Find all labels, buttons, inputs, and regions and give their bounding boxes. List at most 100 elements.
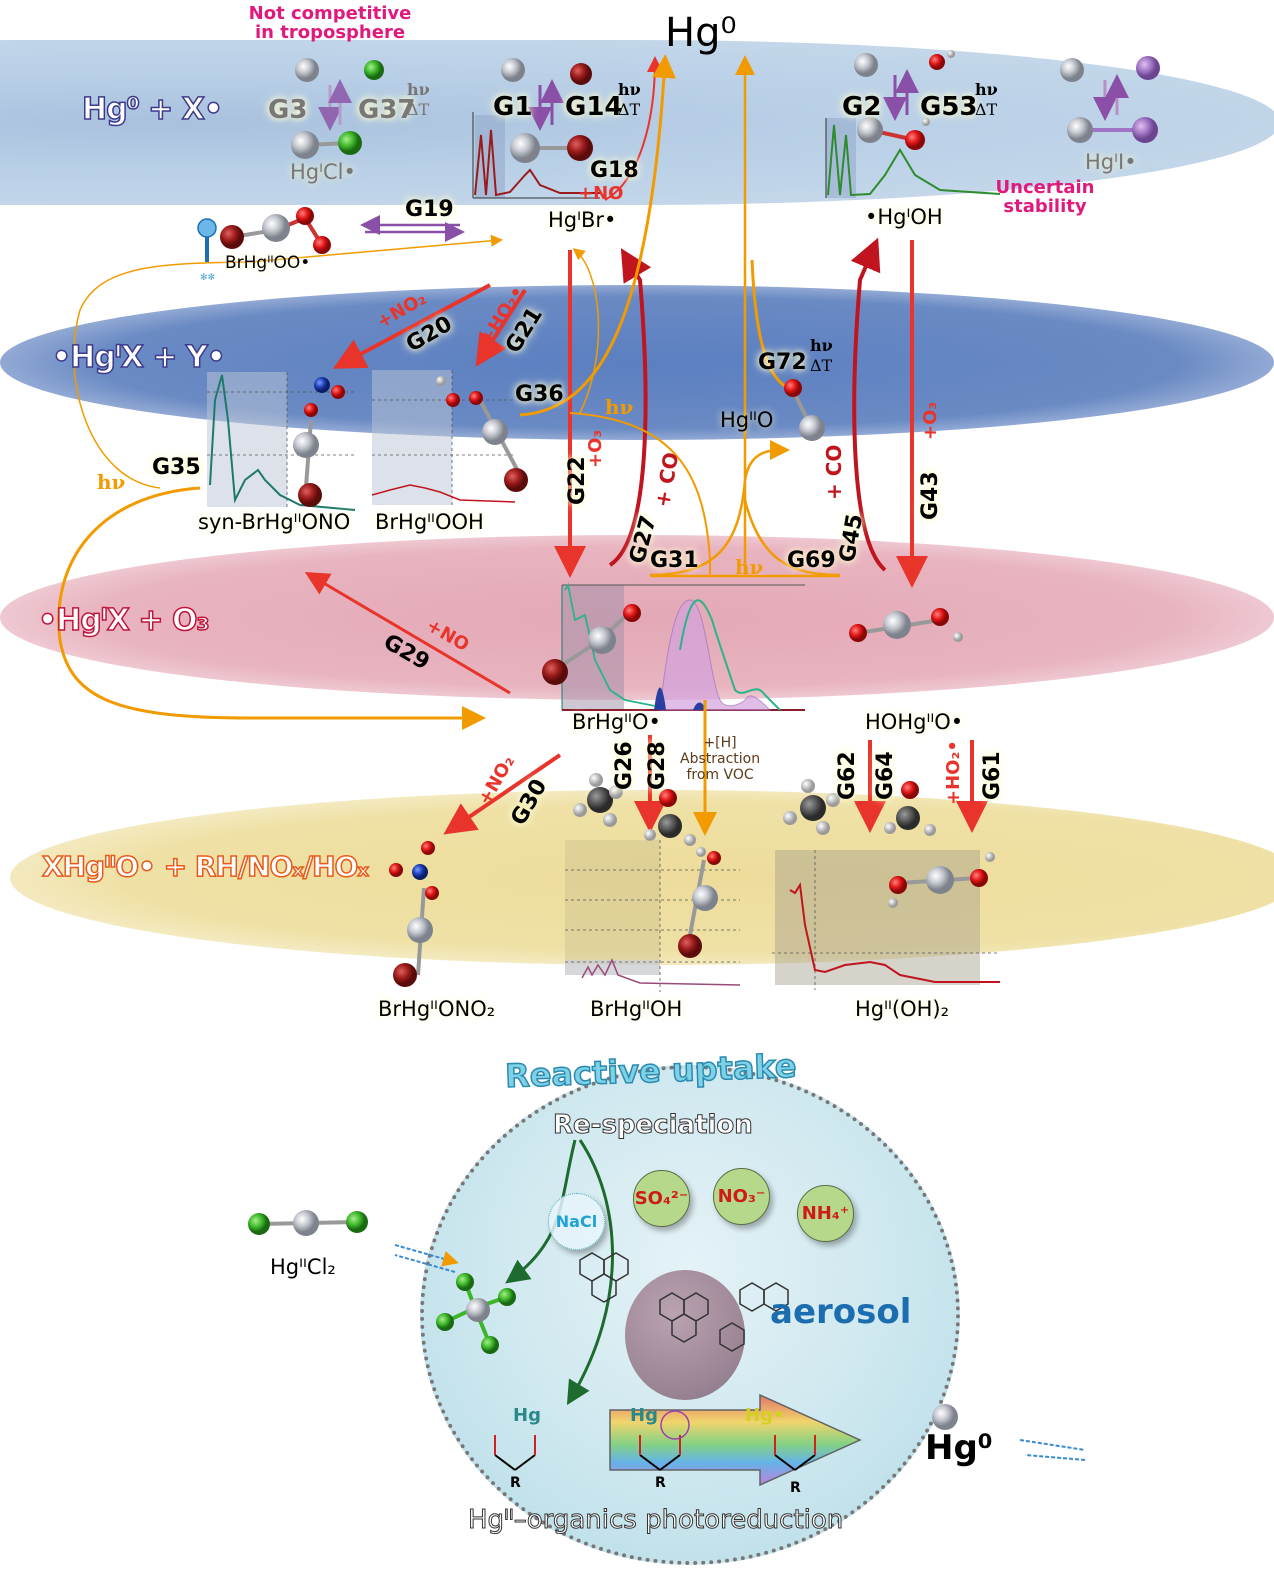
molecule-brhgiio — [542, 604, 641, 685]
label-r-3: R — [790, 1480, 801, 1496]
reaction-g2: G2 — [842, 92, 882, 122]
species-hg0-output: Hg⁰ — [925, 1428, 993, 1468]
reaction-g18: G18 — [590, 158, 639, 183]
label-hg-complex-2: Hg — [630, 1405, 658, 1426]
arrow-respeciation-to-organics — [566, 1139, 614, 1406]
dt-g72: ΔT — [810, 356, 833, 375]
molecule-brhgiiooh — [436, 376, 528, 492]
reaction-g3: G3 — [268, 95, 308, 125]
dt-g14: ΔT — [618, 100, 641, 119]
band-title-hg0-x: Hg⁰ + X• — [81, 91, 224, 128]
molecule-hg-i-pair — [1060, 56, 1160, 143]
species-hgicl: HgᴵCl• — [290, 160, 356, 184]
arrow-g35-to-brhgiio — [57, 486, 486, 730]
label-hg0-top: Hg⁰ — [665, 10, 737, 56]
reaction-g35: G35 — [152, 455, 201, 480]
hv-g53: hν — [975, 80, 998, 99]
spectrum-brhgiioh — [565, 840, 741, 992]
reaction-g64: G64 — [873, 751, 898, 800]
band-title-hgix-o3: •HgᴵX + O₃ — [37, 602, 210, 639]
hg-organic-complex-3 — [774, 1435, 816, 1471]
molecule-hgii-oh2 — [888, 852, 995, 908]
spectrum-hgibr — [472, 112, 600, 199]
molecule-syn-brhgiiono — [293, 377, 345, 507]
label-re-speciation: Re-speciation — [553, 1110, 754, 1141]
ion-so4: SO₄²⁻ — [633, 1170, 690, 1227]
reagent-ho2-g61: +HO₂• — [943, 740, 964, 805]
arrow-g30 — [443, 753, 562, 835]
reagent-no-g18: +NO — [578, 183, 624, 204]
species-hohgiio: HOHgᴵᴵO• — [865, 710, 964, 734]
equilibrium-arrows-g2-g53 — [883, 69, 919, 121]
hv-g72: hν — [810, 336, 833, 355]
arrow-g36-to-g31 — [569, 412, 711, 575]
species-brhgiiono2: BrHgᴵᴵONO₂ — [378, 997, 496, 1021]
reaction-g43: G43 — [918, 471, 943, 520]
molecule-formaldehyde-2 — [884, 781, 936, 836]
molecule-formaldehyde-1 — [644, 789, 696, 846]
species-brhgiiooh: BrHgᴵᴵOOH — [375, 510, 484, 534]
reagent-co-g45: + CO — [822, 444, 846, 500]
arrow-g36-to-hg0 — [519, 54, 676, 417]
label-hg-radical: Hg• — [745, 1405, 785, 1426]
label-hg-complex-1: Hg — [513, 1405, 541, 1426]
hv-g14: hν — [618, 80, 641, 99]
molecule-hgii-o-oh — [849, 608, 963, 642]
reaction-g69: G69 — [787, 548, 836, 573]
molecule-brhgiioh — [678, 847, 721, 958]
photoreduction-arrow — [609, 1393, 862, 1487]
hv-g31: hν — [735, 555, 764, 579]
reaction-g26: G26 — [612, 741, 637, 790]
hg-organic-complex-1 — [494, 1435, 536, 1471]
species-hgibr: HgᴵBr• — [548, 208, 617, 232]
species-hgii-i: HgᴵI• — [1085, 150, 1137, 174]
reaction-g1: G1 — [493, 92, 533, 122]
reaction-g36: G36 — [515, 382, 564, 407]
label-aerosol: aerosol — [770, 1292, 912, 1332]
species-hgiicl2: HgᴵᴵCl₂ — [270, 1255, 336, 1279]
molecule-methane-2 — [783, 779, 840, 835]
ion-no3: NO₃⁻ — [713, 1168, 770, 1225]
hg0-atom-output — [932, 1404, 958, 1430]
reagent-h-abstraction: +[H] Abstraction from VOC — [680, 735, 761, 783]
reaction-g62: G62 — [835, 751, 860, 800]
label-photoreduction: Hgᴵᴵ–organics photoreduction — [467, 1505, 844, 1536]
dt-g37: ΔT — [407, 100, 430, 119]
equilibrium-arrows-g1-g14 — [528, 79, 564, 131]
reaction-g53: G53 — [920, 92, 978, 122]
reaction-g28: G28 — [645, 741, 670, 790]
arrow-g18 — [604, 56, 663, 201]
species-hgii-oh2: Hgᴵᴵ(OH)₂ — [855, 997, 950, 1021]
species-hgioh: •HgᴵOH — [865, 205, 943, 229]
arrow-g20 — [332, 283, 491, 369]
reagent-o3-g43: +O₃ — [920, 401, 941, 440]
molecule-brhgiiono2 — [389, 841, 439, 987]
arrow-g69 — [743, 499, 841, 577]
arrow-g36-to-hgibr — [572, 248, 600, 414]
hv-g37: hν — [407, 80, 430, 99]
reaction-g31: G31 — [650, 548, 699, 573]
molecule-hg-br-pair — [501, 58, 593, 163]
band-title-hgix-y: •HgᴵX + Y• — [51, 339, 226, 376]
aerosol-core — [625, 1270, 745, 1400]
hv-g35: hν — [97, 470, 126, 494]
species-syn-brhgiiono: syn-BrHgᴵᴵONO — [198, 510, 351, 534]
note-uncertain-stability: Uncertain stability — [995, 177, 1095, 217]
ion-nacl: NaCl — [548, 1193, 605, 1250]
cold-thermometer-icon: ✻✻ — [197, 218, 217, 283]
label-r-2: R — [655, 1475, 666, 1491]
reaction-g72: G72 — [758, 350, 807, 375]
label-r-1: R — [510, 1475, 521, 1491]
arrow-g21 — [475, 288, 527, 367]
arrow-g19-equilibrium — [360, 215, 465, 242]
band-title-xhgiio: XHgᴵᴵO• + RH/NOₓ/HOₓ — [41, 849, 369, 884]
species-hgiio: HgᴵᴵO — [720, 408, 774, 432]
spectrum-syn-brhgiiono — [207, 372, 356, 511]
spectrum-hgioh — [825, 118, 1001, 198]
reaction-g61: G61 — [980, 751, 1005, 800]
dt-g53: ΔT — [975, 100, 998, 119]
hv-g36: hν — [605, 395, 634, 419]
spectrum-brhgiiooh — [371, 370, 516, 508]
arrow-g29 — [304, 571, 511, 695]
